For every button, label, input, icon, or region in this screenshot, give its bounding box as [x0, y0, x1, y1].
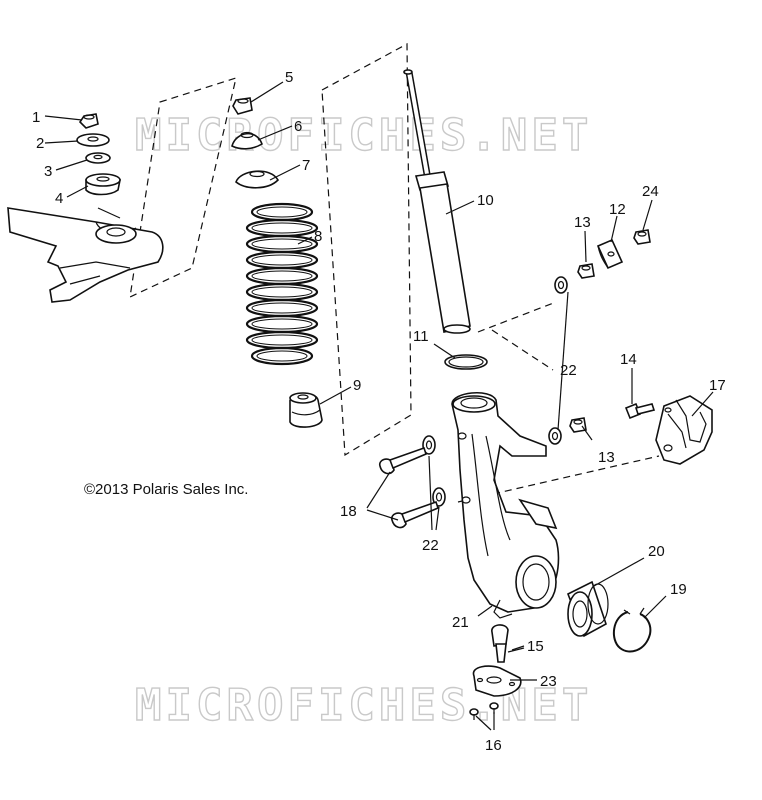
callout-6: 6: [294, 118, 302, 135]
dashed-line-shock-to-washer: [477, 301, 557, 333]
leader-lines: [44, 81, 714, 731]
part-21-steering-knuckle: [451, 392, 560, 619]
part-13-nut-upper: [577, 263, 595, 279]
part-7-spring-seat: [235, 170, 279, 189]
part-9-bump-stop: [289, 392, 323, 428]
part-16-screws: [469, 702, 499, 720]
dashed-line-knuckle-to-bracket: [457, 455, 660, 503]
callout-12: 12: [609, 201, 626, 218]
callout-24: 24: [642, 183, 659, 200]
callout-5: 5: [285, 69, 293, 86]
part-18-bolt-lower: [390, 500, 439, 529]
part-1-nut: [78, 113, 99, 129]
callout-9: 9: [353, 377, 361, 394]
part-23-plate: [472, 665, 522, 697]
callout-17: 17: [709, 377, 726, 394]
part-8-coil-spring: [245, 202, 319, 366]
watermark-top: MICROFICHES.NET: [135, 110, 592, 161]
frame-upper-mount: [7, 207, 164, 303]
part-4-bushing: [85, 173, 121, 196]
part-3-washer: [85, 152, 111, 164]
callout-10: 10: [477, 192, 494, 209]
part-18-bolt-upper: [378, 446, 427, 475]
dashed-outline-spring: [321, 42, 412, 457]
callout-18: 18: [340, 503, 357, 520]
callout-13-upper: 13: [574, 214, 591, 231]
callout-3: 3: [44, 163, 52, 180]
part-6-retainer-cup: [231, 131, 263, 150]
part-15-ball-joint: [491, 624, 509, 663]
part-17-bracket: [655, 395, 713, 465]
callout-19: 19: [670, 581, 687, 598]
watermark-bottom: MICROFICHES.NET: [135, 680, 592, 731]
callout-4: 4: [55, 190, 63, 207]
part-14-bolt: [624, 402, 656, 420]
callout-16: 16: [485, 737, 502, 754]
callout-1: 1: [32, 109, 40, 126]
part-22-washer-left-upper: [422, 435, 436, 455]
dashed-line-shock-to-knuckle: [491, 329, 554, 371]
callout-22-right: 22: [560, 362, 577, 379]
part-13-nut-lower: [569, 417, 587, 433]
callout-14: 14: [620, 351, 637, 368]
callout-13-lower: 13: [598, 449, 615, 466]
callout-21: 21: [452, 614, 469, 631]
part-19-snap-ring: [612, 607, 652, 653]
callout-15: 15: [527, 638, 544, 655]
part-2-washer: [76, 133, 110, 147]
copyright-text: ©2013 Polaris Sales Inc.: [84, 481, 248, 498]
callout-7: 7: [302, 157, 310, 174]
part-5-nut: [232, 97, 253, 115]
part-22-washer-lower-right: [548, 427, 562, 445]
callout-22-left: 22: [422, 537, 439, 554]
part-20-wheel-bearing: [566, 580, 609, 638]
callout-23: 23: [540, 673, 557, 690]
part-22-washer-upper-right: [554, 276, 568, 294]
callout-11: 11: [413, 328, 429, 345]
part-10-shock-absorber: [403, 69, 471, 334]
part-12-clip: [596, 238, 624, 270]
part-11-o-ring: [444, 354, 488, 370]
callout-20: 20: [648, 543, 665, 560]
part-24-nut: [633, 229, 651, 245]
callout-2: 2: [36, 135, 44, 152]
callout-8: 8: [314, 228, 322, 245]
